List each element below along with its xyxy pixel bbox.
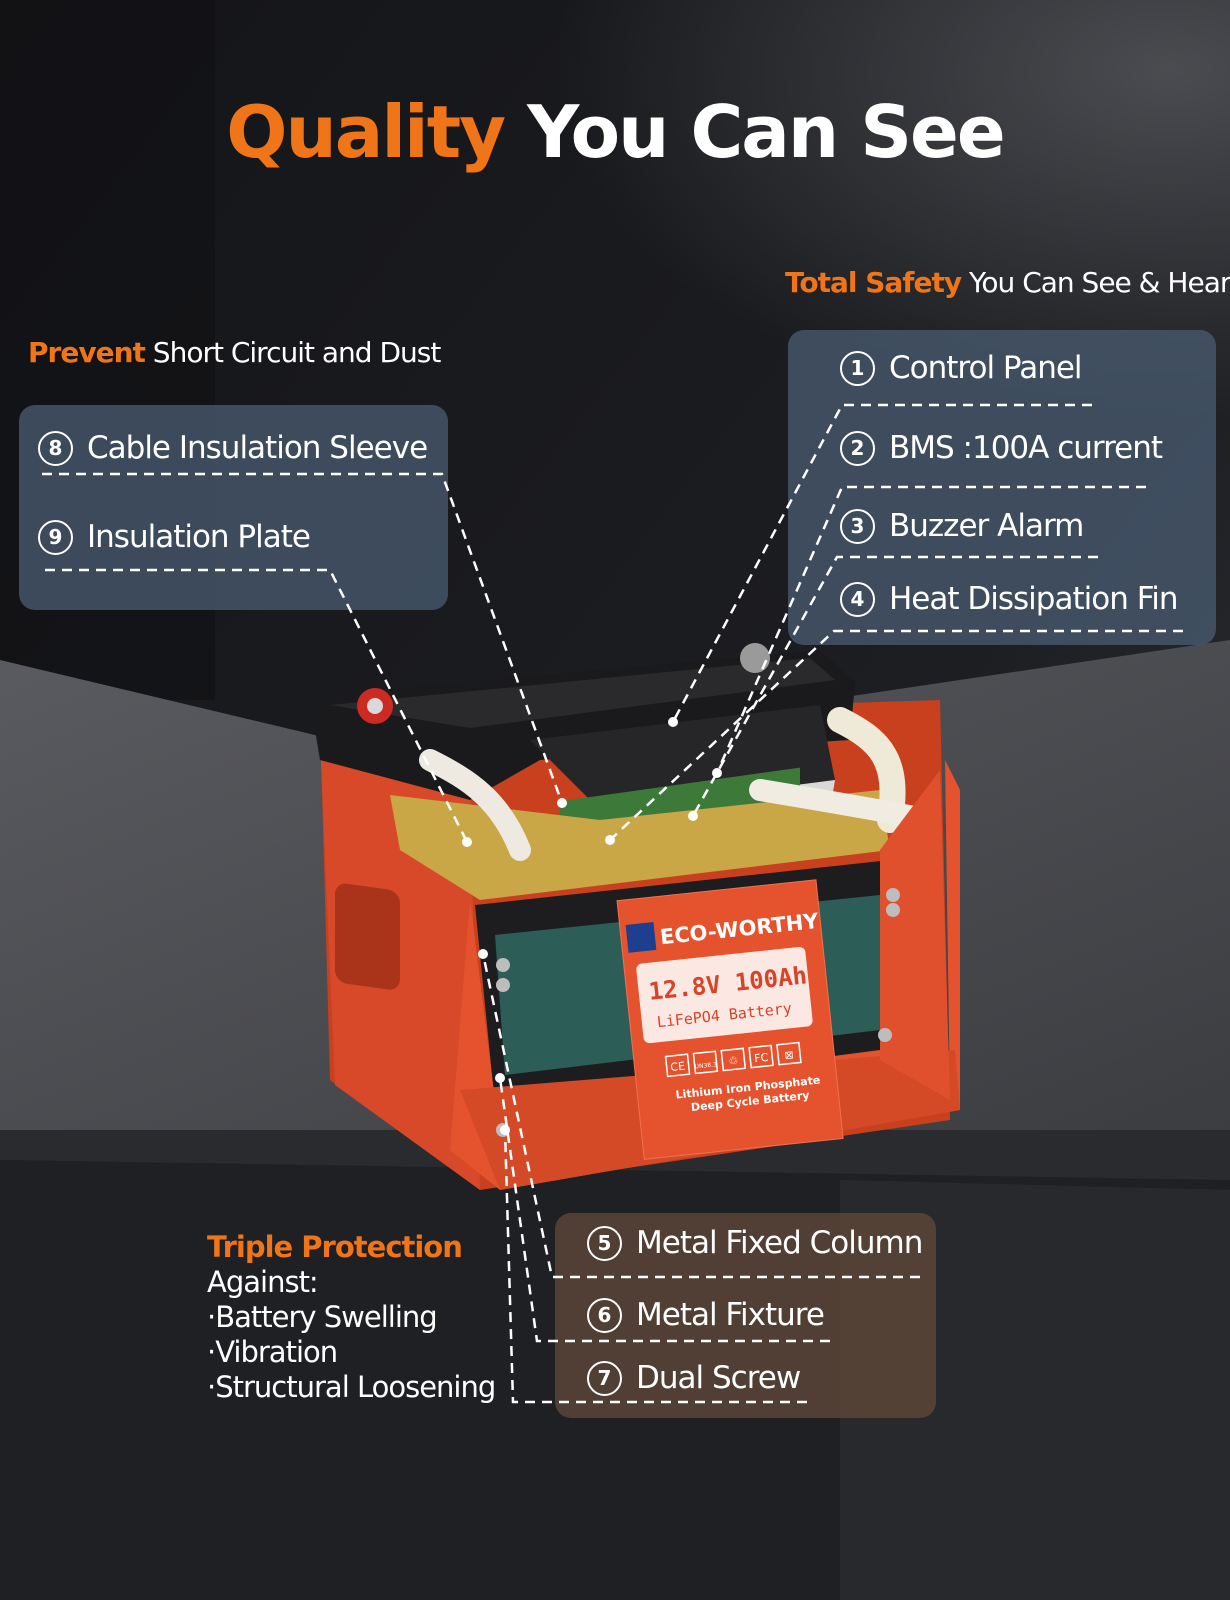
number-badge: 6 — [587, 1297, 622, 1333]
cert-icon: ⊠ — [784, 1048, 795, 1062]
page-title: Quality You Can See — [0, 90, 1230, 174]
feature-insulation-plate: 9 Insulation Plate — [38, 519, 311, 555]
number-badge: 8 — [38, 430, 73, 466]
cert-icon: CE — [670, 1060, 686, 1074]
number-badge: 9 — [38, 519, 73, 555]
cert-icon: ♲ — [728, 1054, 739, 1068]
left-heading-highlight: Prevent — [28, 336, 146, 369]
number-badge: 5 — [587, 1225, 622, 1261]
cert-icon: FC — [754, 1051, 770, 1065]
number-badge: 4 — [840, 581, 875, 617]
feature-label: Metal Fixed Column — [636, 1225, 923, 1261]
title-rest: You Can See — [527, 90, 1006, 174]
number-badge: 1 — [840, 350, 875, 386]
left-heading-rest: Short Circuit and Dust — [152, 336, 442, 369]
feature-cable-insulation-sleeve: 8 Cable Insulation Sleeve — [38, 430, 428, 466]
feature-dual-screw: 7 Dual Screw — [587, 1360, 801, 1396]
triple-line-against: Against: — [207, 1265, 319, 1299]
feature-bms: 2 BMS :100A current — [840, 430, 1163, 466]
feature-metal-fixture: 6 Metal Fixture — [587, 1297, 825, 1333]
left-section-heading: Prevent Short Circuit and Dust — [28, 336, 442, 369]
triple-line-vibration: ·Vibration — [207, 1335, 338, 1369]
title-highlight: Quality — [226, 90, 506, 174]
feature-label: Dual Screw — [636, 1360, 801, 1396]
feature-label: Control Panel — [889, 350, 1083, 386]
feature-control-panel: 1 Control Panel — [840, 350, 1083, 386]
number-badge: 7 — [587, 1360, 622, 1396]
feature-buzzer-alarm: 3 Buzzer Alarm — [840, 508, 1084, 544]
right-section-heading: Total Safety You Can See & Hear — [785, 266, 1230, 299]
number-badge: 2 — [840, 430, 875, 466]
triple-line-swelling: ·Battery Swelling — [207, 1300, 438, 1334]
feature-metal-fixed-column: 5 Metal Fixed Column — [587, 1225, 923, 1261]
triple-line-loosening: ·Structural Loosening — [207, 1370, 496, 1404]
feature-label: BMS :100A current — [889, 430, 1163, 466]
triple-protection-heading: Triple Protection — [207, 1230, 463, 1264]
feature-label: Insulation Plate — [87, 519, 311, 555]
number-badge: 3 — [840, 508, 875, 544]
right-heading-highlight: Total Safety — [785, 266, 962, 299]
right-heading-rest: You Can See & Hear — [969, 266, 1230, 299]
feature-heat-dissipation-fin: 4 Heat Dissipation Fin — [840, 581, 1179, 617]
triple-protection-text: Triple Protection Against: ·Battery Swel… — [207, 1230, 496, 1405]
feature-label: Metal Fixture — [636, 1297, 825, 1333]
feature-label: Cable Insulation Sleeve — [87, 430, 428, 466]
feature-label: Heat Dissipation Fin — [889, 581, 1179, 617]
feature-label: Buzzer Alarm — [889, 508, 1084, 544]
